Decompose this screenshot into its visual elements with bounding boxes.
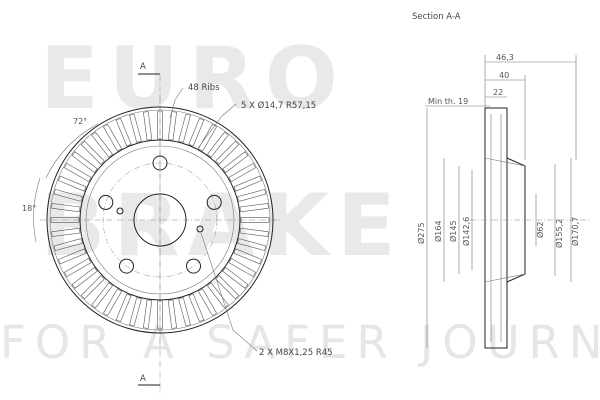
hat-bottom <box>484 273 526 283</box>
rib <box>239 203 269 213</box>
thread-hole-1 <box>196 225 204 233</box>
rib <box>51 203 81 213</box>
rib <box>215 275 240 300</box>
angle-72-label: 72° <box>73 117 87 126</box>
bolt-holes <box>98 155 222 274</box>
rib <box>58 248 87 265</box>
center-bore <box>133 193 187 247</box>
rib <box>237 189 267 202</box>
rib <box>228 162 257 183</box>
rib <box>239 227 269 237</box>
rib <box>178 297 191 327</box>
rib <box>222 266 249 289</box>
friction-ring <box>484 107 508 349</box>
rib <box>233 175 262 192</box>
hat-outer-edge <box>79 139 241 301</box>
hat-inner-ring <box>85 145 235 295</box>
rib <box>71 151 98 174</box>
bolt-holes-leader <box>197 103 237 149</box>
thread-hole-2 <box>116 207 124 215</box>
bolt-hole <box>98 194 114 210</box>
rib <box>63 162 92 183</box>
rib <box>80 140 105 165</box>
rib <box>129 297 142 327</box>
rib <box>215 140 240 165</box>
rib <box>115 118 132 147</box>
dia-164: Ø164 <box>433 220 443 242</box>
angle-18-arc <box>33 177 41 243</box>
ribs <box>50 110 270 330</box>
bolt-hole <box>206 194 222 210</box>
rib <box>80 275 105 300</box>
rib <box>197 123 218 152</box>
rib <box>102 288 123 317</box>
section-marker-top: A <box>140 62 146 72</box>
rib <box>63 257 92 278</box>
rib <box>58 175 87 192</box>
bolt-hole <box>152 155 168 171</box>
watermark-line2: BRAKE <box>40 176 404 276</box>
bolt-holes-label: 5 X Ø14,7 R57,15 <box>241 100 316 111</box>
rib <box>167 299 177 329</box>
rib <box>143 299 153 329</box>
dim-22: 22 <box>493 88 503 97</box>
dia-155-2: Ø155,2 <box>554 219 564 248</box>
rib <box>206 131 229 158</box>
rib <box>233 248 262 265</box>
rib <box>71 266 98 289</box>
bolt-circle <box>102 162 218 278</box>
hat-top <box>484 157 526 167</box>
dia-145: Ø145 <box>448 220 458 242</box>
thread-leader <box>200 232 258 352</box>
rib <box>51 227 81 237</box>
disc-outer-ring <box>49 109 271 331</box>
bolt-hole <box>186 258 201 274</box>
dia-142-6: Ø142,6 <box>461 217 471 246</box>
rib <box>197 288 218 317</box>
rib <box>50 217 80 223</box>
rib <box>188 293 205 322</box>
rib <box>178 113 191 143</box>
dim-46-3: 46,3 <box>496 53 514 62</box>
disc-outer-edge <box>46 106 274 334</box>
min-thickness: Min th. 19 <box>428 97 468 106</box>
rib <box>129 113 142 143</box>
watermark: EURO BRAKE FOR A SAFER JOURNEY <box>0 29 600 369</box>
thread-label: 2 X M8X1,25 R45 <box>259 348 333 358</box>
rib <box>188 118 205 147</box>
watermark-line1: EURO <box>40 29 348 129</box>
rib <box>53 189 83 202</box>
rib <box>115 293 132 322</box>
dim-40: 40 <box>499 71 509 80</box>
angle-72-arc <box>45 123 99 179</box>
bolt-hole <box>119 258 134 274</box>
rib <box>91 131 114 158</box>
rib <box>157 110 163 140</box>
rib <box>206 282 229 309</box>
watermark-tagline: FOR A SAFER JOURNEY <box>0 316 600 369</box>
section-view: Section A-A 46,3 40 22 Min th. 19 Ø275 Ø… <box>412 12 590 349</box>
dia-275: Ø275 <box>416 222 426 244</box>
angle-18-label: 18° <box>22 204 36 213</box>
rib <box>157 300 163 330</box>
rib <box>102 123 123 152</box>
rib <box>53 238 83 251</box>
rib <box>240 217 270 223</box>
rib <box>237 238 267 251</box>
dia-62: Ø62 <box>535 222 545 238</box>
dia-170-7: Ø170,7 <box>570 217 580 246</box>
ribs-leader <box>169 87 184 119</box>
rib <box>143 111 153 141</box>
rib <box>222 151 249 174</box>
ribs-label: 48 Ribs <box>188 83 220 93</box>
rib <box>91 282 114 309</box>
rib <box>228 257 257 278</box>
front-view: A A 48 Ribs 5 X Ø14,7 R57,15 2 X M8X1,25… <box>22 62 333 395</box>
section-title: Section A-A <box>412 12 461 22</box>
section-marker-bottom: A <box>140 374 146 384</box>
